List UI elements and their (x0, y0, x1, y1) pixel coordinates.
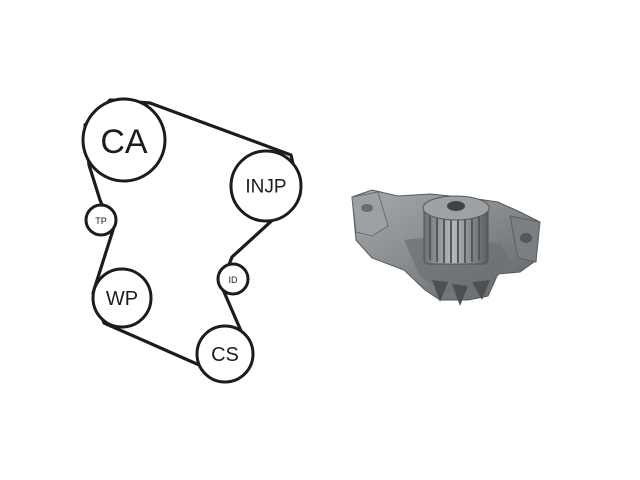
pulley-ca-label: CA (100, 123, 148, 161)
pulley-injp-circle (229, 149, 303, 223)
pulley-id-circle (216, 262, 250, 296)
pulley-injp: INJP (229, 149, 303, 223)
pulley-wp-circle (91, 267, 153, 329)
pulley-injp-label: INJP (245, 177, 286, 198)
pump-left-ear (351, 191, 389, 237)
pump-fin-2 (452, 284, 468, 306)
pulley-tp-circle (84, 203, 118, 237)
pump-bolt-hole-right (520, 233, 532, 243)
pulley-id-label: ID (229, 275, 239, 285)
pulley-wp-label: WP (106, 288, 138, 310)
pump-sprocket-teeth (429, 212, 480, 263)
pulley-tp-label: TP (95, 216, 107, 226)
pulley-cs-label: CS (211, 344, 239, 366)
pulley-tp: TP (84, 203, 118, 237)
pulley-id: ID (216, 262, 250, 296)
pulley-wp: WP (91, 267, 153, 329)
pump-hub (447, 201, 465, 211)
pump-fin-3 (472, 280, 490, 300)
pulley-ca: CA (81, 97, 167, 183)
water-pump-image (351, 189, 541, 306)
pulley-ca-circle (81, 97, 167, 183)
pulley-cs-circle (195, 324, 255, 384)
pump-bolt-hole-left (361, 204, 373, 212)
pump-fin-1 (432, 280, 448, 302)
pulley-cs: CS (195, 324, 255, 384)
